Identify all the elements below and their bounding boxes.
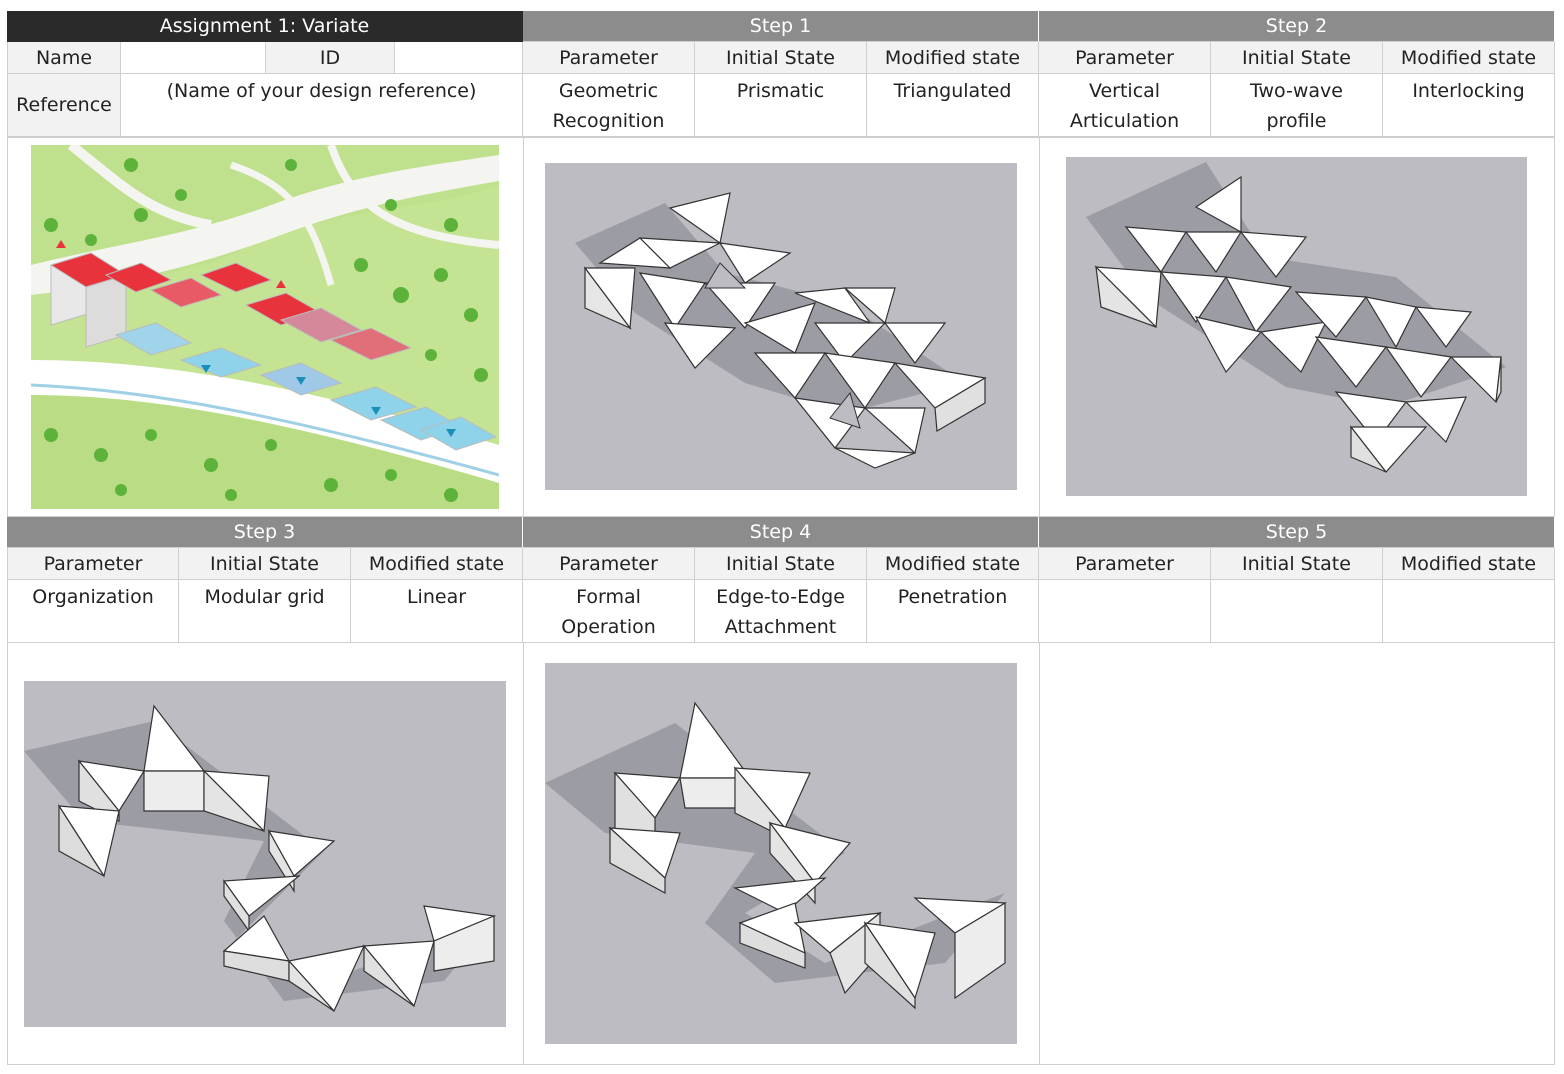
step2-initial: Two-wave profile bbox=[1211, 74, 1383, 137]
step3-parameter-label: Parameter bbox=[7, 548, 179, 580]
step4-initial-label: Initial State bbox=[695, 548, 867, 580]
id-label: ID bbox=[266, 42, 395, 74]
step3-parameter: Organization bbox=[7, 580, 179, 643]
step4-title: Step 4 bbox=[523, 517, 1039, 548]
step3-title: Step 3 bbox=[7, 517, 523, 548]
step2-parameter-label: Parameter bbox=[1039, 42, 1211, 74]
step1-title: Step 1 bbox=[523, 11, 1039, 42]
step4-modified: Penetration bbox=[867, 580, 1039, 643]
step4-parameter: Formal Operation bbox=[523, 580, 695, 643]
step5-modified-label: Modified state bbox=[1383, 548, 1555, 580]
step2-title: Step 2 bbox=[1039, 11, 1555, 42]
step1-parameter: Geometric Recognition bbox=[523, 74, 695, 137]
reference-label: Reference bbox=[7, 74, 121, 137]
step2-parameter: Vertical Articulation bbox=[1039, 74, 1211, 137]
step4-parameter-label: Parameter bbox=[523, 548, 695, 580]
reference-value[interactable]: (Name of your design reference) bbox=[121, 74, 523, 137]
step1-initial-label: Initial State bbox=[695, 42, 867, 74]
step1-render-image bbox=[545, 163, 1017, 490]
step4-modified-label: Modified state bbox=[867, 548, 1039, 580]
step2-render-image bbox=[1066, 157, 1527, 496]
assignment-sheet: Assignment 1: Variate Step 1 Step 2 Name… bbox=[7, 11, 1555, 1065]
step5-title: Step 5 bbox=[1039, 517, 1555, 548]
step5-parameter[interactable] bbox=[1039, 580, 1211, 643]
step1-initial: Prismatic bbox=[695, 74, 867, 137]
step4-render-image bbox=[545, 663, 1017, 1044]
step1-modified-label: Modified state bbox=[867, 42, 1039, 74]
step2-initial-label: Initial State bbox=[1211, 42, 1383, 74]
step5-parameter-label: Parameter bbox=[1039, 548, 1211, 580]
name-field[interactable] bbox=[121, 42, 266, 74]
step2-modified-label: Modified state bbox=[1383, 42, 1555, 74]
step1-parameter-label: Parameter bbox=[523, 42, 695, 74]
step5-initial-label: Initial State bbox=[1211, 548, 1383, 580]
step2-modified: Interlocking bbox=[1383, 74, 1555, 137]
step3-initial: Modular grid bbox=[179, 580, 351, 643]
step5-modified[interactable] bbox=[1383, 580, 1555, 643]
step1-modified: Triangulated bbox=[867, 74, 1039, 137]
step5-image-cell bbox=[1039, 642, 1555, 1065]
id-field[interactable] bbox=[395, 42, 523, 74]
reference-site-image bbox=[31, 145, 499, 509]
step3-modified: Linear bbox=[351, 580, 523, 643]
step3-modified-label: Modified state bbox=[351, 548, 523, 580]
assignment-title: Assignment 1: Variate bbox=[7, 11, 523, 42]
step4-initial: Edge-to-Edge Attachment bbox=[695, 580, 867, 643]
step3-render-image bbox=[24, 681, 506, 1027]
step5-initial[interactable] bbox=[1211, 580, 1383, 643]
step3-initial-label: Initial State bbox=[179, 548, 351, 580]
name-label: Name bbox=[7, 42, 121, 74]
step2-image-cell bbox=[1039, 137, 1555, 517]
